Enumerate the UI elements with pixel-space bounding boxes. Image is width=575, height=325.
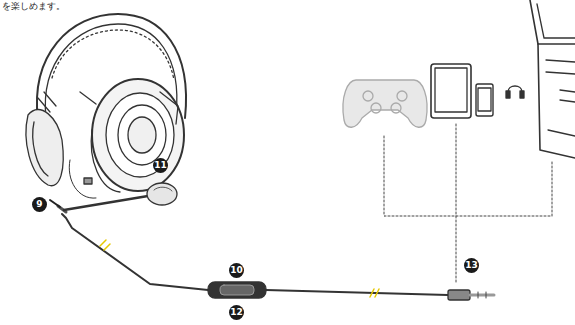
callout-number: 12 — [229, 305, 244, 320]
note-text: を楽しめます。 — [2, 1, 65, 11]
callout-number: 11 — [153, 158, 168, 173]
callout-number: 10 — [229, 263, 244, 278]
callout-number: 13 — [464, 258, 479, 273]
callout-number: 9 — [32, 197, 47, 212]
